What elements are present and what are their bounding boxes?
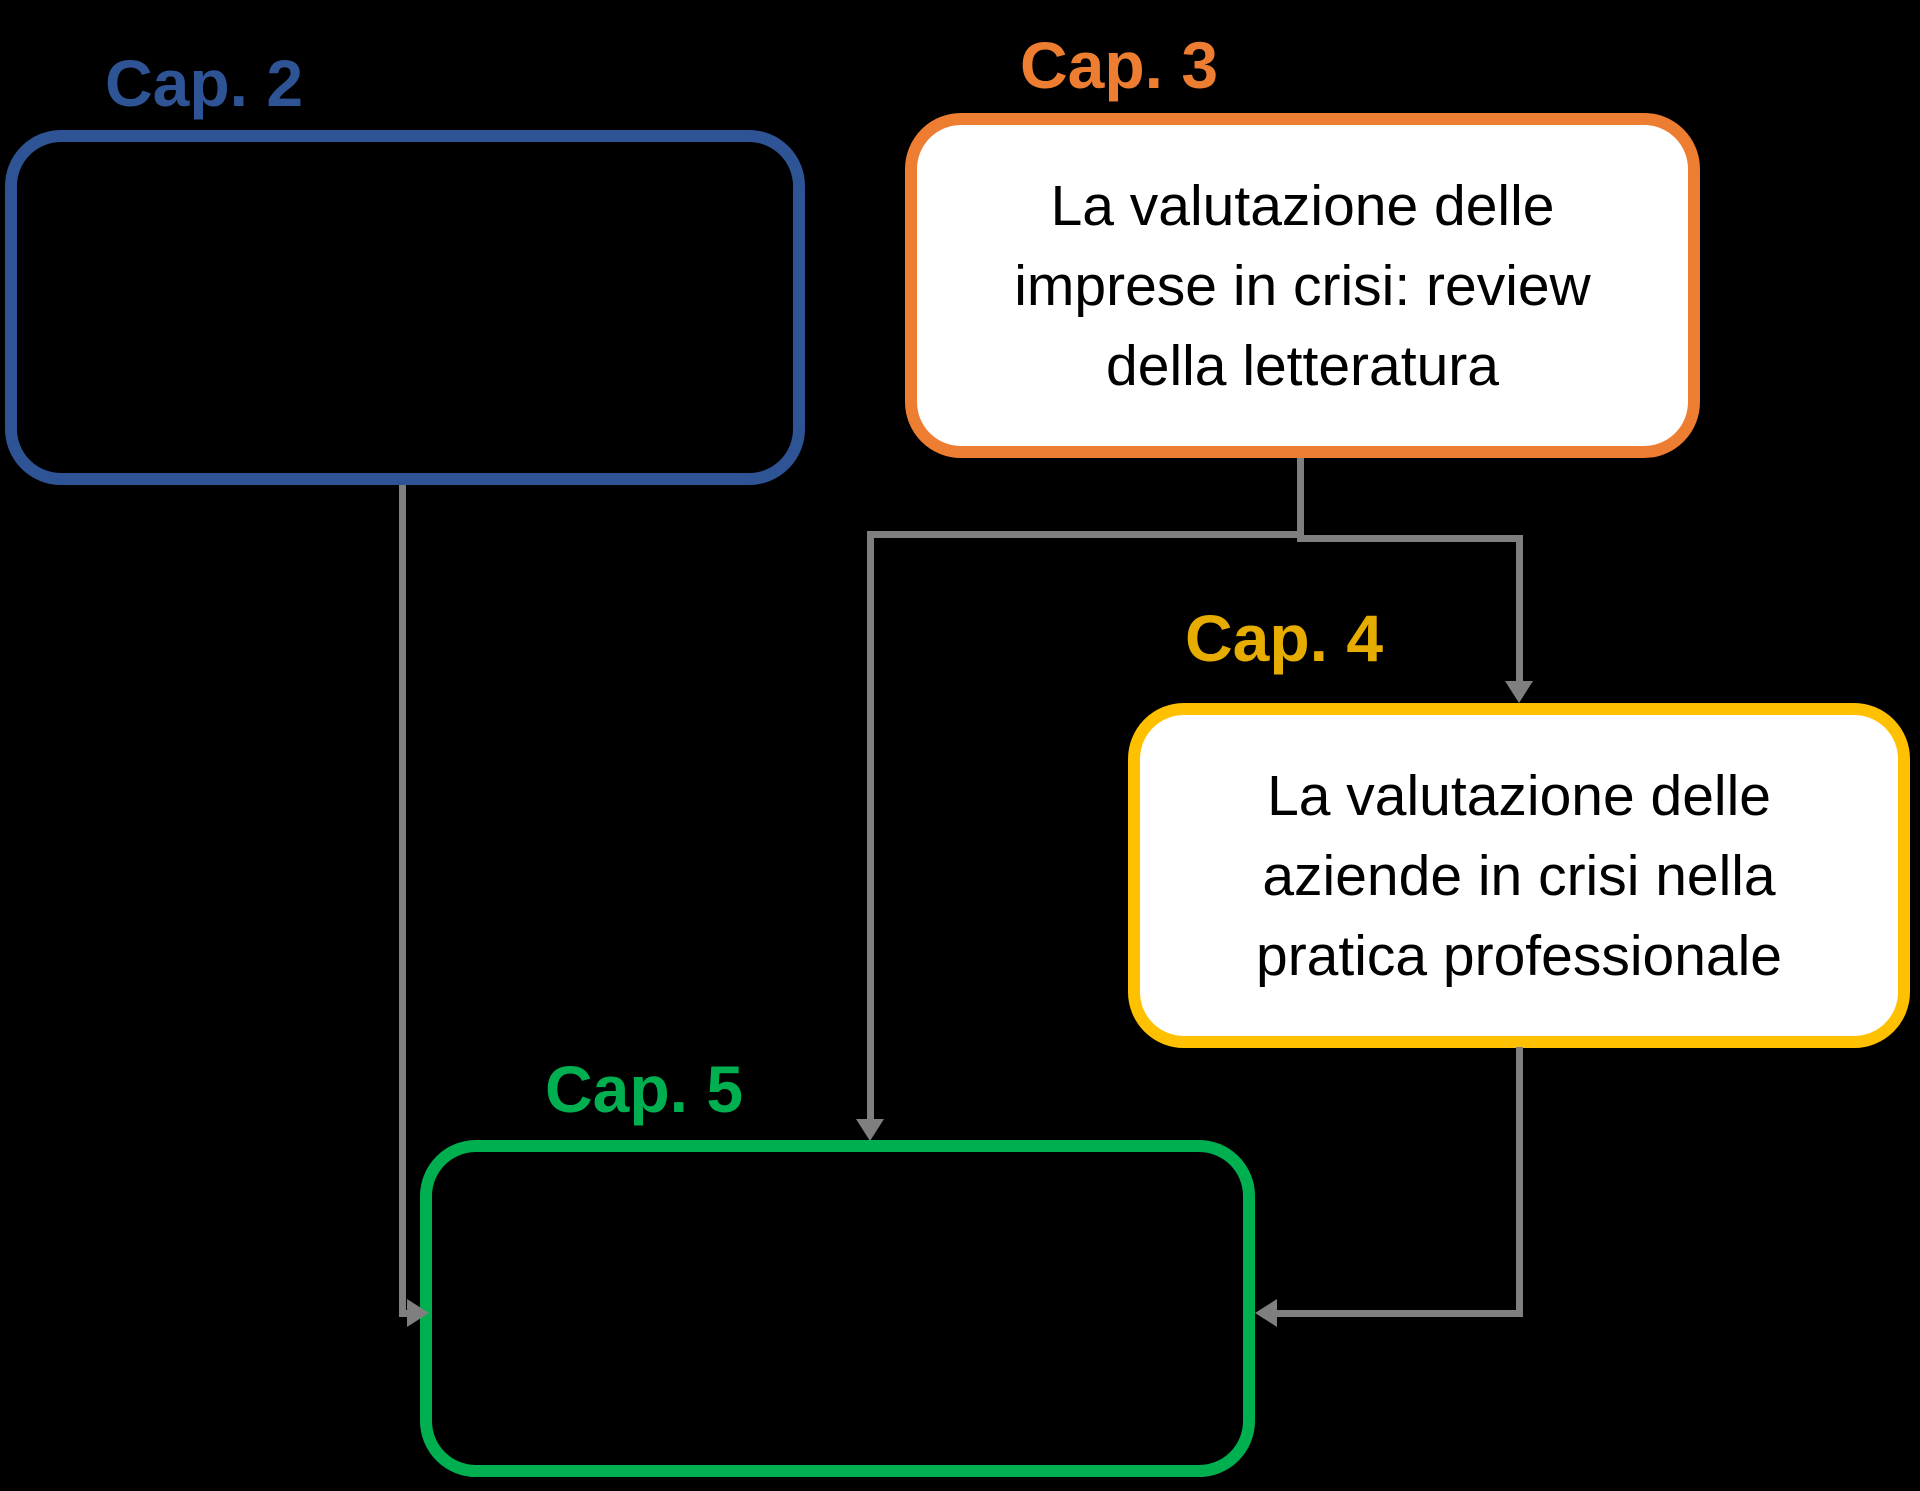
cap4-text-line3: pratica professionale [1256, 923, 1782, 988]
connector-cap4-cap5-vertical [1516, 1047, 1523, 1317]
connector-cap4-cap5-horizontal [1277, 1310, 1523, 1317]
cap5-label: Cap. 5 [545, 1052, 744, 1126]
cap3-box: La valutazione delle imprese in crisi: r… [905, 113, 1700, 458]
connector-cap3-cap4-horizontal [1297, 535, 1523, 542]
connector-cap2-cap5-vertical [399, 485, 406, 1317]
cap4-text-line1: La valutazione delle [1267, 763, 1771, 828]
cap3-label: Cap. 3 [1020, 28, 1219, 102]
cap3-text-line1: La valutazione delle [1050, 173, 1555, 238]
cap5-box [420, 1140, 1255, 1477]
cap4-label: Cap. 4 [1185, 601, 1384, 675]
arrowhead-into-cap4-top [1505, 681, 1533, 703]
connector-cap3-stem [1297, 458, 1304, 538]
arrowhead-into-cap5-left [407, 1299, 429, 1327]
connector-cap2-cap5-horizontal [399, 1310, 409, 1317]
cap3-text-line3: della letteratura [1106, 333, 1499, 398]
cap4-text-line2: aziende in crisi nella [1262, 843, 1776, 908]
connector-cap3-cap5-horizontal [867, 531, 1304, 538]
arrowhead-into-cap5-top [856, 1119, 884, 1141]
connector-cap3-cap4-vertical [1516, 535, 1523, 683]
arrowhead-into-cap5-right [1255, 1299, 1277, 1327]
cap2-box [5, 130, 805, 485]
cap3-text-line2: imprese in crisi: review [1014, 253, 1591, 318]
connector-cap3-cap5-vertical [867, 531, 874, 1121]
cap2-label: Cap. 2 [105, 46, 304, 120]
cap4-box: La valutazione delle aziende in crisi ne… [1128, 703, 1910, 1048]
